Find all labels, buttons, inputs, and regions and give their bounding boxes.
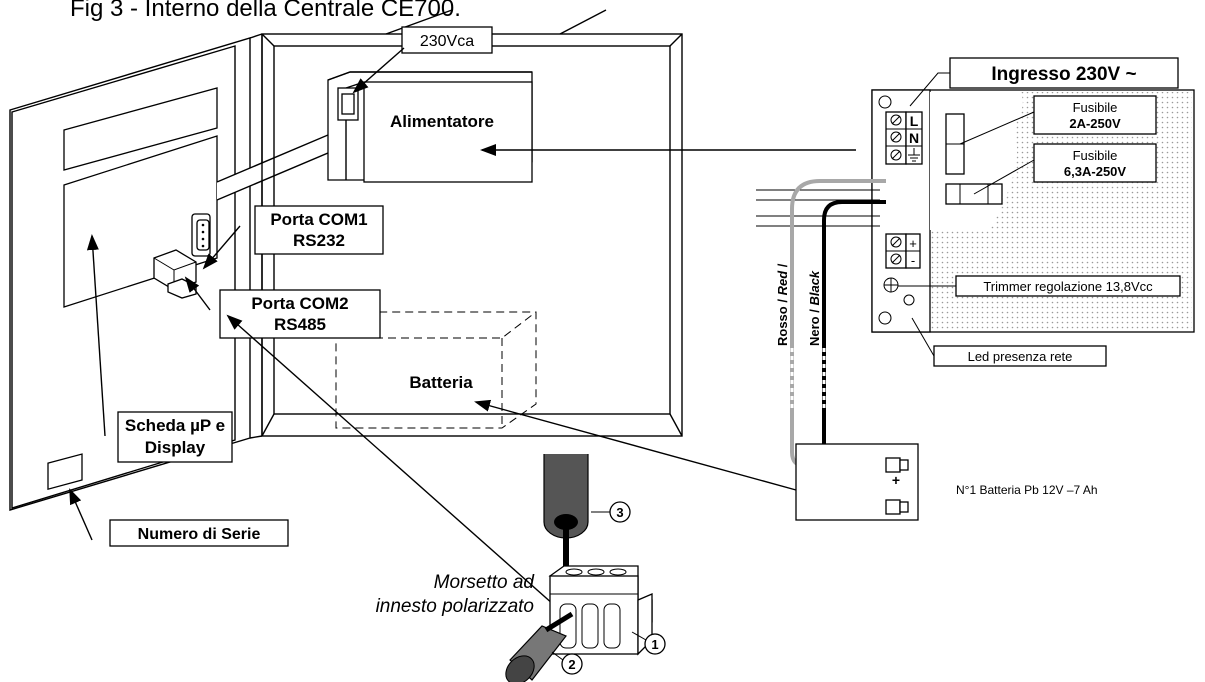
batteria-label: Batteria — [409, 373, 473, 392]
fuse-1-title: Fusibile — [1073, 100, 1118, 115]
morsetto-line1: Morsetto ad — [434, 572, 536, 593]
wire-label-rosso: Rosso / Red / — [775, 263, 790, 346]
door-slot — [63, 87, 218, 171]
ingresso-label: Ingresso 230V ~ — [991, 64, 1136, 85]
wire-label-red-text: Red — [775, 270, 790, 296]
terminal-block — [548, 565, 653, 656]
figure-caption: Fig 3 - Interno della Centrale CE700. — [70, 0, 461, 22]
fuse-1-value: 2A-250V — [1069, 116, 1121, 131]
terminal-plus: + — [909, 236, 917, 251]
cable-2 — [505, 611, 574, 682]
earth-icon — [908, 148, 920, 162]
scheda-box — [117, 411, 233, 463]
serial-number-plate — [47, 453, 83, 490]
alimentatore-label: Alimentatore — [390, 112, 494, 131]
scheda-line2: Display — [145, 438, 206, 457]
callout-2: 2 — [568, 657, 575, 672]
battery-block — [795, 443, 919, 521]
terminal-minus: - — [911, 253, 915, 268]
v230-label: 230Vca — [420, 33, 474, 50]
wire-label-nero-text: Nero — [807, 316, 822, 346]
svg-text:Rosso / Red /: Rosso / Red / — [775, 263, 790, 346]
fuse-2-value: 6,3A-250V — [1064, 164, 1126, 179]
scheda-line1: Scheda µP e — [125, 416, 225, 435]
com1-connector — [191, 213, 211, 257]
com1-line1: Porta COM1 — [270, 210, 367, 229]
trimmer-icon — [883, 277, 899, 293]
pointer-arrows — [69, 47, 856, 629]
enclosure-door — [9, 33, 336, 511]
callout-1-circle — [644, 633, 666, 655]
numero-serie-box — [109, 519, 289, 547]
battery-plus: + — [892, 472, 900, 488]
com2-line2: RS485 — [274, 315, 326, 334]
fuse-2-box — [1033, 143, 1157, 183]
v230-box — [401, 26, 493, 54]
terminal-n: N — [909, 130, 919, 146]
fuse-1-box — [1033, 95, 1157, 135]
wire-label-black-text: Black — [807, 270, 822, 305]
callout-2-circle — [561, 653, 583, 675]
com1-box — [254, 205, 384, 255]
svg-text:Nero / Black: Nero / Black — [807, 270, 822, 346]
cable-3 — [543, 454, 610, 566]
com1-line2: RS232 — [293, 231, 345, 250]
led-label: Led presenza rete — [968, 349, 1073, 364]
morsetto-line2: innesto polarizzato — [376, 596, 534, 617]
callout-1: 1 — [651, 637, 658, 652]
callout-3: 3 — [616, 505, 623, 520]
fuse-2-title: Fusibile — [1073, 148, 1118, 163]
com2-line1: Porta COM2 — [251, 294, 348, 313]
numero-serie-label: Numero di Serie — [138, 526, 261, 543]
wire-label-rosso-text: Rosso — [775, 306, 790, 346]
terminal-l: L — [910, 113, 919, 129]
callout-3-circle — [609, 501, 631, 523]
trimmer-label: Trimmer regolazione 13,8Vcc — [983, 279, 1153, 294]
com2-box — [219, 289, 381, 339]
battery-spec: N°1 Batteria Pb 12V –7 Ah — [956, 483, 1098, 497]
ingresso-box — [949, 57, 1179, 89]
wire-label-nero: Nero / Black — [807, 270, 822, 346]
